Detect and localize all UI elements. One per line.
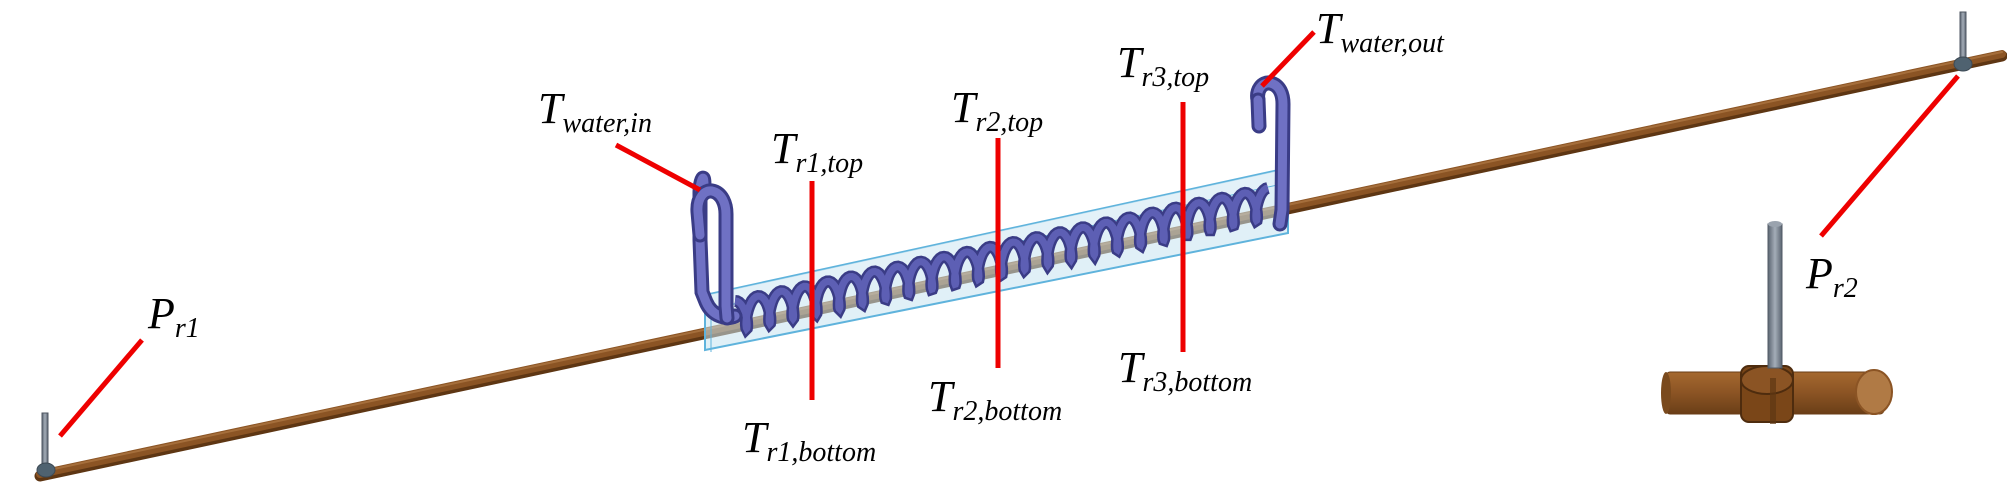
label-t-water-in: Twater,in xyxy=(538,84,652,139)
leader-lines xyxy=(58,30,1960,438)
pressure-tap-detail xyxy=(1661,221,1893,424)
label-p-r1: Pr1 xyxy=(147,289,200,344)
label-t-r1-top: Tr1,top xyxy=(771,124,863,179)
leader-t-water-out xyxy=(1260,30,1316,88)
water-inlet-tube xyxy=(690,170,743,326)
water-outlet-tube xyxy=(1250,75,1291,232)
leader-p-r1 xyxy=(58,338,144,438)
label-t-r2-bottom: Tr2,bottom xyxy=(928,372,1062,427)
coil-body xyxy=(734,184,1269,335)
label-t-water-out: Twater,out xyxy=(1316,4,1445,59)
label-t-r2-top: Tr2,top xyxy=(951,83,1043,138)
pressure-tap-icon xyxy=(36,412,56,478)
label-p-r2: Pr2 xyxy=(1805,249,1858,304)
label-t-r1-bottom: Tr1,bottom xyxy=(742,413,876,468)
leader-t-water-in xyxy=(614,142,702,193)
leader-p-r2 xyxy=(1819,74,1960,238)
helical-coil-icon xyxy=(734,182,1270,339)
label-t-r3-bottom: Tr3,bottom xyxy=(1118,343,1252,398)
label-t-r3-top: Tr3,top xyxy=(1117,38,1209,93)
pressure-tap-icon xyxy=(1953,11,1973,72)
